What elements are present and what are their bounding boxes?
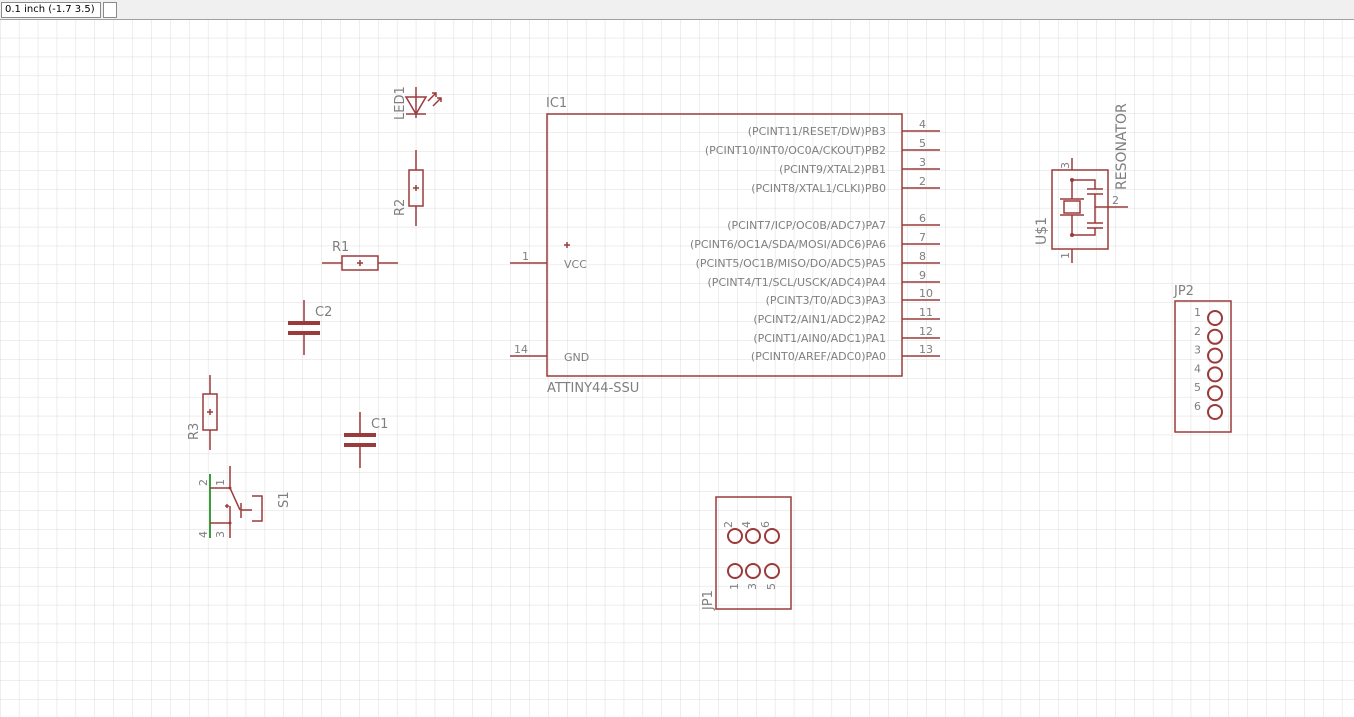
jp1-pad[interactable] xyxy=(745,528,761,544)
jp2-pad[interactable] xyxy=(1207,310,1223,326)
jp2-label: JP2 xyxy=(1173,284,1194,299)
schematic-canvas[interactable]: LED1 R2 R1 C2 C1 R3 xyxy=(0,20,1354,717)
ic1-pin-label: (PCINT1/AIN0/ADC1)PA1 xyxy=(753,332,886,345)
ic1-pin-label: (PCINT0/AREF/ADC0)PA0 xyxy=(751,350,886,363)
ic1-pin-label: (PCINT10/INT0/OC0A/CKOUT)PB2 xyxy=(705,144,886,157)
jp1-pin-number: 4 xyxy=(740,521,753,528)
jp1-pin-number: 1 xyxy=(728,583,741,590)
jp2-pad[interactable] xyxy=(1207,385,1223,402)
led1-symbol[interactable]: LED1 xyxy=(393,86,442,120)
grid-toggle-button[interactable] xyxy=(103,2,117,18)
ic1-pin-label: (PCINT7/ICP/OC0B/ADC7)PA7 xyxy=(727,219,886,232)
ic1-pin-number: 10 xyxy=(919,287,933,300)
ic1-pin-number: 12 xyxy=(919,325,933,338)
jp1-pin-number: 3 xyxy=(746,583,759,590)
r1-label: R1 xyxy=(332,240,349,255)
ic1-pin-label: (PCINT6/OC1A/SDA/MOSI/ADC6)PA6 xyxy=(690,238,886,251)
ic1-pin-label: (PCINT2/AIN1/ADC2)PA2 xyxy=(753,313,886,326)
coordinate-readout: 0.1 inch (-1.7 3.5) xyxy=(1,2,101,18)
ic1-pin-label: (PCINT3/T0/ADC3)PA3 xyxy=(766,294,886,307)
ic1-pin-number: 6 xyxy=(919,212,926,225)
s1-pin-3: 3 xyxy=(214,531,227,538)
jp2-pad[interactable] xyxy=(1207,366,1223,383)
s1-pin-2: 2 xyxy=(197,479,210,486)
jp1-pad[interactable] xyxy=(764,563,780,579)
ic1-pin-label: (PCINT4/T1/SCL/USCK/ADC4)PA4 xyxy=(708,276,886,289)
jp1-pad[interactable] xyxy=(727,563,743,579)
jp1-pin-number: 2 xyxy=(722,521,735,528)
ic1-gnd-label: GND xyxy=(564,351,589,364)
ic1-gnd-pin-number: 14 xyxy=(514,343,528,356)
c1-symbol[interactable]: C1 xyxy=(344,412,388,468)
r3-label: R3 xyxy=(187,423,202,440)
s1-label: S1 xyxy=(277,491,292,508)
jp2-pin-number: 6 xyxy=(1194,400,1201,413)
c1-label: C1 xyxy=(371,417,388,432)
ic1-label: IC1 xyxy=(546,96,567,111)
jp1-pin-number: 6 xyxy=(759,521,772,528)
grid-background xyxy=(0,20,1354,717)
ic1-pin-label: (PCINT8/XTAL1/CLKI)PB0 xyxy=(751,182,886,195)
c2-label: C2 xyxy=(315,305,332,320)
jp2-pad[interactable] xyxy=(1207,328,1223,345)
s1-symbol[interactable]: S1 2 1 4 3 xyxy=(197,466,292,538)
r1-symbol[interactable]: R1 xyxy=(322,240,398,271)
ic1-pin-number: 4 xyxy=(919,118,926,131)
jp1-pin-number: 5 xyxy=(765,583,778,590)
ic1-pin-number: 13 xyxy=(919,343,933,356)
ic1-pin-number: 9 xyxy=(919,269,926,282)
ic1-pin-label: (PCINT9/XTAL2)PB1 xyxy=(779,163,886,176)
jp2-pin-number: 5 xyxy=(1194,381,1201,394)
jp2-pad[interactable] xyxy=(1207,347,1223,364)
jp2-symbol[interactable]: JP2 1 2 3 4 5 6 xyxy=(1173,284,1232,433)
r3-symbol[interactable]: R3 xyxy=(187,375,218,450)
s1-pin-4: 4 xyxy=(197,531,210,538)
us1-pin-2: 2 xyxy=(1112,194,1119,207)
us1-pin-3: 3 xyxy=(1059,162,1072,169)
ic1-pin-number: 11 xyxy=(919,306,933,319)
us1-label: U$1 xyxy=(1034,217,1050,245)
led1-label: LED1 xyxy=(393,86,408,120)
status-bar: 0.1 inch (-1.7 3.5) xyxy=(0,0,1354,20)
s1-pin-1: 1 xyxy=(214,479,227,486)
ic1-pin-label: (PCINT11/RESET/DW)PB3 xyxy=(748,125,886,138)
ic1-value: ATTINY44-SSU xyxy=(547,381,639,396)
jp2-pin-number: 1 xyxy=(1194,306,1201,319)
ic1-pin-number: 2 xyxy=(919,175,926,188)
jp1-label: JP1 xyxy=(701,590,716,611)
us1-pin-1: 1 xyxy=(1059,252,1072,259)
jp1-pad[interactable] xyxy=(727,528,743,544)
ic1-pin-number: 3 xyxy=(919,156,926,169)
jp2-pin-number: 4 xyxy=(1194,362,1201,375)
jp1-pad[interactable] xyxy=(764,528,780,544)
r2-symbol[interactable]: R2 xyxy=(393,150,424,226)
ic1-vcc-label: VCC xyxy=(564,258,587,271)
jp1-pad[interactable] xyxy=(745,563,761,579)
c2-symbol[interactable]: C2 xyxy=(288,300,332,355)
us1-value: RESONATOR xyxy=(1114,103,1130,190)
jp2-pad[interactable] xyxy=(1207,404,1223,420)
ic1-pin-number: 8 xyxy=(919,250,926,263)
ic1-vcc-pin-number: 1 xyxy=(522,250,529,263)
ic1-pin-label: (PCINT5/OC1B/MISO/DO/ADC5)PA5 xyxy=(696,257,886,270)
ic1-pin-number: 7 xyxy=(919,231,926,244)
ic1-symbol[interactable]: IC1 ATTINY44-SSU 1 14 VCC GND (PCINT11/R… xyxy=(510,96,940,396)
jp2-pin-number: 3 xyxy=(1194,344,1201,357)
r2-label: R2 xyxy=(393,199,408,216)
us1-symbol[interactable]: U$1 RESONATOR 3 2 1 xyxy=(1034,103,1130,263)
jp2-pin-number: 2 xyxy=(1194,325,1201,338)
ic1-pin-number: 5 xyxy=(919,137,926,150)
